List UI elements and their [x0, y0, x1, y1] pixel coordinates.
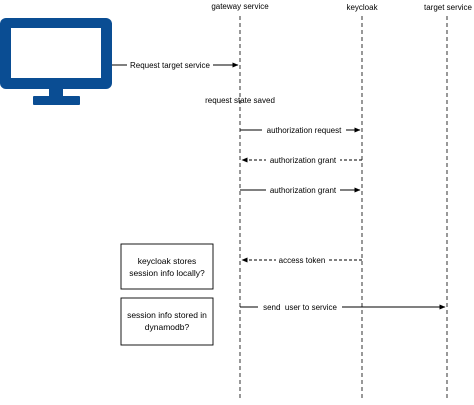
request-target-service-label: Request target service	[130, 61, 211, 70]
dynamodb-note-line-2: dynamodb?	[145, 322, 190, 332]
monitor-icon	[0, 18, 112, 105]
keycloak-session-note: keycloak stores session info locally?	[120, 243, 214, 290]
participant-target-label: target service	[424, 3, 473, 12]
authorization-request-label: authorization request	[267, 126, 342, 135]
dynamodb-note-line-1: session info stored in	[127, 310, 207, 320]
participant-gateway-label: gateway service	[211, 2, 269, 11]
authorization-grant-label: authorization grant	[270, 186, 337, 195]
authorization-grant-return-label: authorization grant	[270, 156, 337, 165]
send-user-to-service-label: send user to service	[263, 303, 337, 312]
dynamodb-session-note: session info stored in dynamodb?	[120, 297, 214, 346]
participant-keycloak-label: keycloak	[346, 3, 378, 12]
request-state-saved-label: request state saved	[205, 96, 275, 105]
keycloak-note-line-1: keycloak stores	[138, 256, 197, 266]
access-token-label: access token	[279, 256, 326, 265]
keycloak-note-line-2: session info locally?	[129, 268, 205, 278]
